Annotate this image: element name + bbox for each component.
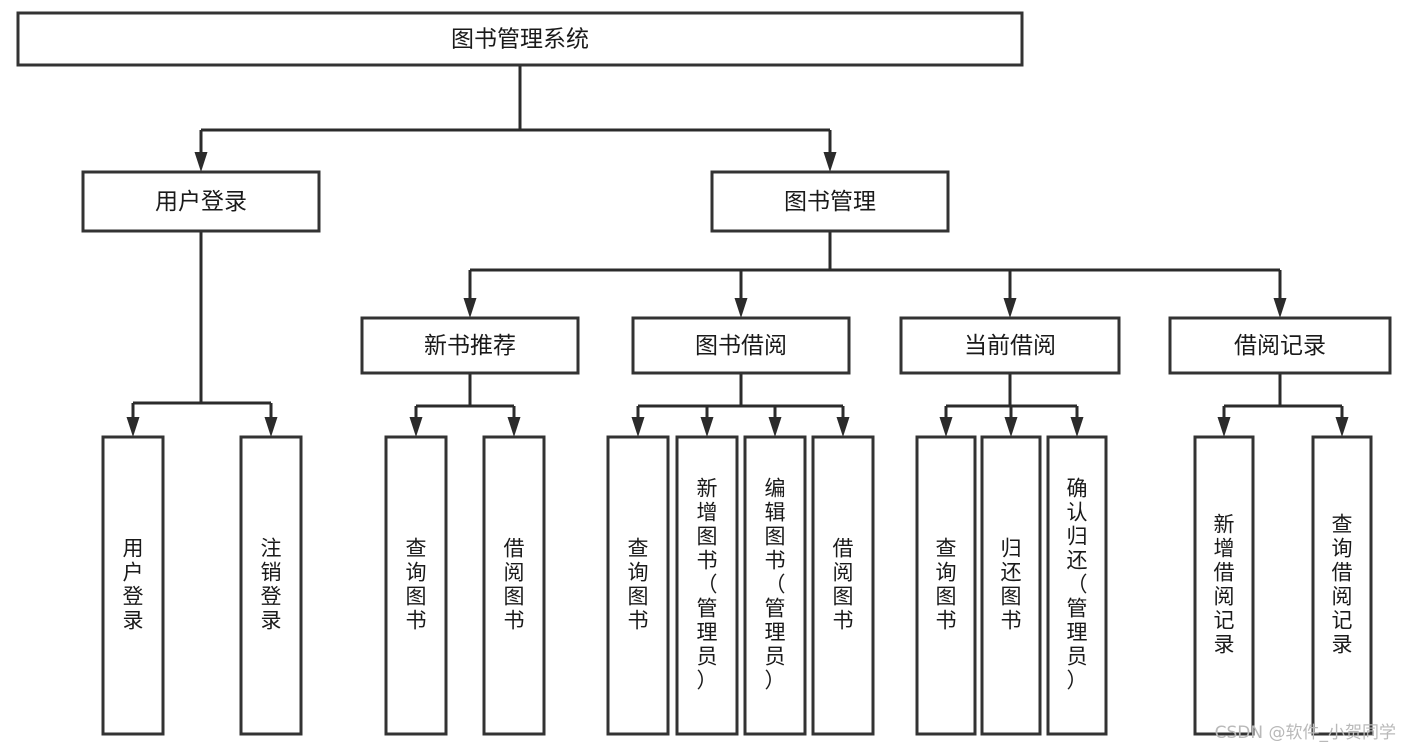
node-current[interactable]: 当前借阅 <box>899 316 1121 375</box>
node-label: 查询图书 <box>936 537 957 633</box>
arrow-head-icon <box>1335 417 1349 437</box>
node-label: 用户登录 <box>155 189 247 215</box>
node-l10[interactable]: 归还图书 <box>980 435 1042 736</box>
node-label: 图书管理 <box>784 189 876 215</box>
node-box <box>980 435 1042 736</box>
node-box <box>1168 316 1392 375</box>
node-box <box>101 435 165 736</box>
node-bookmgmt[interactable]: 图书管理 <box>710 170 950 233</box>
node-label: 借阅图书 <box>504 537 525 633</box>
arrow-head-icon <box>1217 417 1231 437</box>
connector-group-borrow <box>631 373 850 437</box>
arrow-head-icon <box>1004 417 1018 437</box>
arrow-head-icon <box>463 298 477 318</box>
node-l7[interactable]: 编辑图书（管理员） <box>743 435 807 736</box>
node-label: 确认归还（管理员） <box>1067 477 1088 693</box>
node-l4[interactable]: 借阅图书 <box>482 435 546 736</box>
node-label: 当前借阅 <box>964 333 1056 359</box>
connector-group-newrec <box>409 373 521 437</box>
node-box <box>81 170 321 233</box>
node-root[interactable]: 图书管理系统 <box>16 11 1024 67</box>
arrow-head-icon <box>1070 417 1084 437</box>
node-box <box>899 316 1121 375</box>
watermark-credit: CSDN @软件_小贺同学 <box>1214 723 1396 743</box>
node-borrow[interactable]: 图书借阅 <box>631 316 851 375</box>
connector-group-bookmgmt <box>463 231 1287 318</box>
arrow-head-icon <box>700 417 714 437</box>
node-l3[interactable]: 查询图书 <box>384 435 448 736</box>
node-l11[interactable]: 确认归还（管理员） <box>1046 435 1108 736</box>
node-box <box>915 435 977 736</box>
node-box <box>360 316 580 375</box>
node-login[interactable]: 用户登录 <box>81 170 321 233</box>
node-box <box>811 435 875 736</box>
arrow-head-icon <box>194 152 208 172</box>
arrow-head-icon <box>734 298 748 318</box>
node-label: 查询图书 <box>406 537 427 633</box>
node-l1[interactable]: 用户登录 <box>101 435 165 736</box>
node-box <box>1311 435 1373 736</box>
node-l5[interactable]: 查询图书 <box>606 435 670 736</box>
connector-group-login <box>126 231 278 437</box>
node-newrec[interactable]: 新书推荐 <box>360 316 580 375</box>
node-box <box>16 11 1024 67</box>
node-label: 新书推荐 <box>424 333 516 359</box>
node-label: 注销登录 <box>261 537 282 633</box>
node-box <box>710 170 950 233</box>
node-layer: 图书管理系统用户登录图书管理新书推荐图书借阅当前借阅借阅记录用户登录注销登录查询… <box>16 11 1392 736</box>
node-l6[interactable]: 新增图书（管理员） <box>675 435 739 736</box>
node-l2[interactable]: 注销登录 <box>239 435 303 736</box>
arrow-head-icon <box>126 417 140 437</box>
arrow-head-icon <box>939 417 953 437</box>
node-label: 新增图书（管理员） <box>697 477 718 693</box>
node-records[interactable]: 借阅记录 <box>1168 316 1392 375</box>
node-box <box>606 435 670 736</box>
node-label: 借阅记录 <box>1234 333 1326 359</box>
node-l9[interactable]: 查询图书 <box>915 435 977 736</box>
arrow-head-icon <box>823 152 837 172</box>
node-box <box>675 435 739 736</box>
node-box <box>631 316 851 375</box>
connector-group-current <box>939 373 1084 437</box>
arrow-head-icon <box>1273 298 1287 318</box>
arrow-head-icon <box>409 417 423 437</box>
node-label: 归还图书 <box>1001 537 1022 633</box>
node-label: 查询图书 <box>628 537 649 633</box>
node-box <box>482 435 546 736</box>
node-box <box>1046 435 1108 736</box>
node-l12[interactable]: 新增借阅记录 <box>1193 435 1255 736</box>
connector-layer <box>126 65 1349 437</box>
node-box <box>1193 435 1255 736</box>
arrow-head-icon <box>768 417 782 437</box>
arrow-head-icon <box>1003 298 1017 318</box>
node-l13[interactable]: 查询借阅记录 <box>1311 435 1373 736</box>
node-label: 借阅图书 <box>833 537 854 633</box>
node-box <box>384 435 448 736</box>
node-label: 用户登录 <box>123 537 144 633</box>
node-label: 查询借阅记录 <box>1332 513 1353 657</box>
node-box <box>239 435 303 736</box>
connector-group-records <box>1217 373 1349 437</box>
node-box <box>743 435 807 736</box>
node-label: 新增借阅记录 <box>1214 513 1235 657</box>
node-l8[interactable]: 借阅图书 <box>811 435 875 736</box>
connector-group-root <box>194 65 837 172</box>
node-label: 编辑图书（管理员） <box>765 477 786 693</box>
node-label: 图书借阅 <box>695 333 787 359</box>
arrow-head-icon <box>264 417 278 437</box>
arrow-head-icon <box>836 417 850 437</box>
arrow-head-icon <box>631 417 645 437</box>
arrow-head-icon <box>507 417 521 437</box>
node-label: 图书管理系统 <box>451 27 589 53</box>
